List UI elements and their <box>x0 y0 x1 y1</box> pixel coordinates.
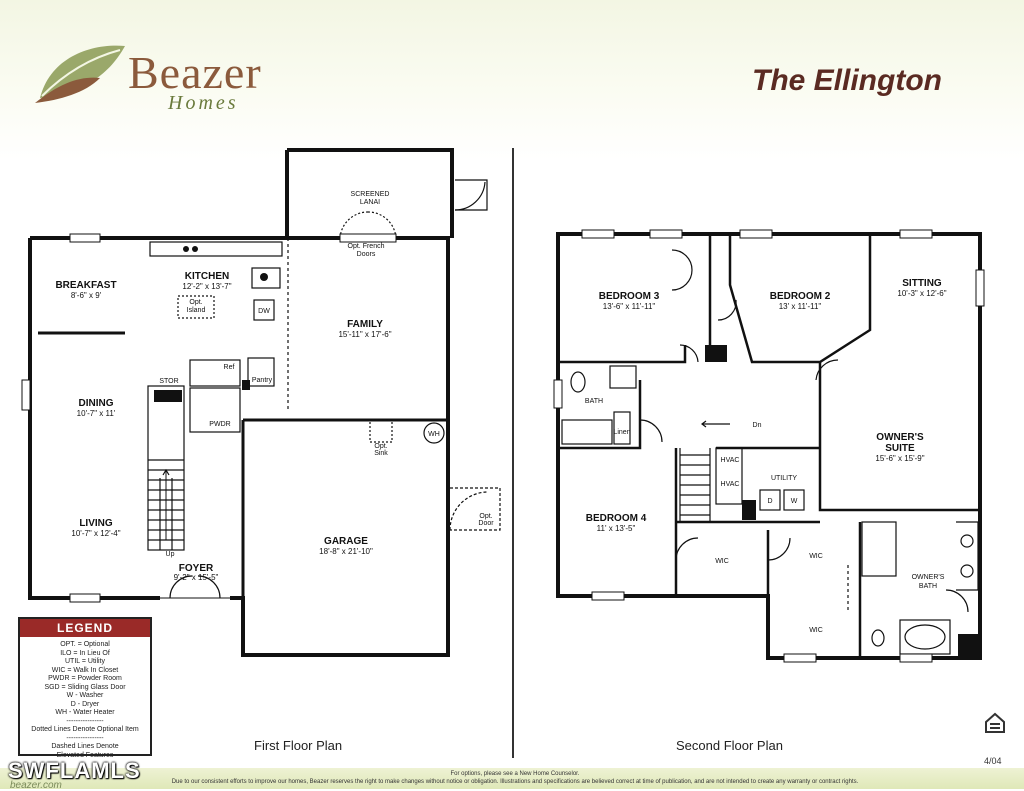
room-owners-bath-name-2: BATH <box>919 583 937 590</box>
first-floor-caption: First Floor Plan <box>254 738 343 753</box>
legend-line: WH - Water Heater <box>55 709 115 716</box>
dn-label: Dn <box>753 422 762 429</box>
opt-french-label-2: Doors <box>357 251 376 258</box>
legend-line: ---------------- <box>66 717 104 725</box>
room-foyer-name: FOYER <box>179 563 214 574</box>
room-bedroom-4-dim: 11' x 13'-5" <box>597 524 636 533</box>
room-breakfast-dim: 8'-6" x 9' <box>71 291 102 300</box>
lanai-label-1: SCREENED <box>351 191 390 198</box>
legend-line: WIC = Walk In Closet <box>51 666 119 674</box>
up-label: Up <box>166 551 175 558</box>
legend-line: UTIL = Utility <box>65 658 105 665</box>
room-dining-dim: 10'-7" x 11' <box>77 409 116 418</box>
room-owners-suite-name-1: OWNER'S <box>876 432 924 443</box>
room-kitchen-dim: 12'-2" x 13'-7" <box>182 282 231 291</box>
page-number: 4/04 <box>984 756 1002 766</box>
leaf-logo-icon <box>35 45 125 103</box>
disclaimer: Due to our consistent efforts to improve… <box>171 779 859 785</box>
room-owners-suite-dim: 15'-6" x 15'-9" <box>875 454 924 463</box>
bath-label: BATH <box>585 398 603 405</box>
legend-box: LEGEND OPT. = Optional ILO = In Lieu Of … <box>18 617 152 759</box>
first-floor-plan: BREAKFAST 8'-6" x 9' KITCHEN 12'-2" x 13… <box>21 148 501 657</box>
room-dining-name: DINING <box>79 398 114 409</box>
legend-line: W - Washer <box>66 692 104 699</box>
opt-french-label-1: Opt. French <box>348 243 385 250</box>
legend-lines: OPT. = Optional ILO = In Lieu Of UTIL = … <box>20 637 150 760</box>
room-bedroom-3-dim: 13'-6" x 11'-11" <box>603 302 656 311</box>
opt-island-label-2: Island <box>187 307 206 314</box>
hvac-label-1: HVAC <box>721 457 740 464</box>
options-note: For options, please see a New Home Couns… <box>450 771 580 777</box>
legend-line: Dotted Lines Denote Optional Item <box>31 726 139 733</box>
legend-title: LEGEND <box>20 619 150 637</box>
room-bedroom-4-name: BEDROOM 4 <box>586 513 647 524</box>
wic-label-1: WIC <box>715 558 729 565</box>
second-floor-caption: Second Floor Plan <box>676 738 783 753</box>
footer-fine-print: For options, please see a New Home Couns… <box>120 770 910 786</box>
washer-label: W <box>791 498 798 505</box>
legend-line: D - Dryer <box>70 700 100 708</box>
equal-housing-icon <box>985 712 1005 733</box>
room-bedroom-2-dim: 13' x 11'-11" <box>779 302 822 311</box>
legend-line: OPT. = Optional <box>60 641 110 648</box>
room-family-name: FAMILY <box>347 319 383 330</box>
wh-label: WH <box>428 431 440 438</box>
room-living-dim: 10'-7" x 12'-4" <box>71 529 120 538</box>
wic-label-3: WIC <box>809 627 823 634</box>
opt-door-label-1: Opt. <box>479 513 492 520</box>
room-foyer-dim: 9'-2" x 15'-5" <box>174 573 219 582</box>
opt-door-label-2: Door <box>478 520 494 527</box>
legend-line: Dashed Lines Denote <box>51 743 119 750</box>
wic-label-2: WIC <box>809 553 823 560</box>
opt-sink-label-1: Opt. <box>374 443 387 450</box>
brand-sub: Homes <box>168 92 239 114</box>
brand-url: beazer.com <box>10 780 62 791</box>
room-family-dim: 15'-11" x 17'-6" <box>338 330 391 339</box>
room-sitting-name: SITTING <box>902 278 942 289</box>
legend-line: PWDR = Powder Room <box>48 675 122 682</box>
ref-label: Ref <box>224 364 235 371</box>
room-breakfast-name: BREAKFAST <box>55 280 116 291</box>
legend-line: Elevated Features <box>56 751 114 759</box>
room-sitting-dim: 10'-3" x 12'-6" <box>897 289 946 298</box>
stor-label: STOR <box>159 378 178 385</box>
second-floor-plan: BEDROOM 3 13'-6" x 11'-11" BEDROOM 2 13'… <box>553 229 985 663</box>
footer-band <box>0 768 1024 789</box>
room-owners-bath-name-1: OWNER'S <box>912 574 945 581</box>
room-garage-name: GARAGE <box>324 536 368 547</box>
legend-line: ---------------- <box>66 734 104 742</box>
opt-island-label-1: Opt. <box>189 299 202 306</box>
room-garage-dim: 18'-8" x 21'-10" <box>319 547 373 556</box>
linen-label: Linen <box>613 429 630 436</box>
pwdr-label: PWDR <box>209 421 230 428</box>
dryer-label: D <box>767 498 772 505</box>
lanai-label-2: LANAI <box>360 199 380 206</box>
utility-label: UTILITY <box>771 475 797 482</box>
brand-name: Beazer <box>128 47 262 98</box>
plan-divider <box>512 148 514 758</box>
model-title: The Ellington <box>752 64 942 97</box>
opt-sink-label-2: Sink <box>374 450 388 457</box>
room-bedroom-3-name: BEDROOM 3 <box>599 291 660 302</box>
room-living-name: LIVING <box>79 518 113 529</box>
pantry-label: Pantry <box>252 377 273 384</box>
watermark: SWFLAMLS <box>8 758 141 783</box>
room-kitchen-name: KITCHEN <box>185 271 229 282</box>
legend-line: ILO = In Lieu Of <box>60 649 110 657</box>
header-banner <box>0 0 1024 160</box>
dw-label: DW <box>258 308 270 315</box>
room-bedroom-2-name: BEDROOM 2 <box>770 291 831 302</box>
legend-line: SGD = Sliding Glass Door <box>44 683 126 691</box>
room-owners-suite-name-2: SUITE <box>885 443 915 454</box>
hvac-label-2: HVAC <box>721 481 740 488</box>
